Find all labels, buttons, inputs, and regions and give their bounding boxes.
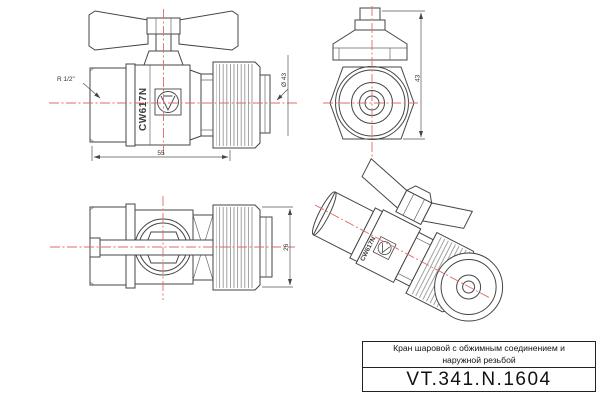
view-top: 26 bbox=[50, 196, 295, 300]
dim-thread-size: R 1/2" bbox=[57, 76, 76, 83]
side-body-marking: CW617N bbox=[138, 87, 149, 131]
side-compression-nut bbox=[212, 61, 271, 149]
end-wing-handle bbox=[332, 7, 408, 61]
dim-nut-diameter: Ø 43 bbox=[281, 73, 288, 87]
iso-wing-handle bbox=[361, 157, 474, 229]
view-side: CW617N 55 R 1/2" Ø 43 bbox=[49, 9, 297, 161]
side-wing-handle bbox=[88, 10, 239, 66]
top-compression-nut bbox=[212, 204, 273, 291]
dim-width: 26 bbox=[283, 243, 290, 251]
dim-length: 55 bbox=[157, 150, 165, 157]
title-block: Кран шаровой с обжимным соединением и на… bbox=[362, 341, 596, 392]
side-threaded-end bbox=[89, 63, 136, 147]
view-end: 43 bbox=[323, 6, 425, 157]
part-name: Кран шаровой с обжимным соединением и на… bbox=[363, 342, 595, 368]
valtec-logo-icon bbox=[154, 88, 182, 116]
side-dimensions: 55 R 1/2" Ø 43 bbox=[57, 55, 289, 161]
article-number: VT.341.N.1604 bbox=[406, 368, 552, 390]
dim-height: 43 bbox=[415, 74, 422, 82]
iso-valtec-logo-icon bbox=[372, 236, 397, 261]
iso-centerline-axis bbox=[314, 204, 491, 299]
end-dimensions: 43 bbox=[382, 10, 425, 140]
part-name-line2: наружной резьбой bbox=[442, 354, 516, 365]
view-isometric: CW617N bbox=[311, 157, 504, 322]
part-name-line1: Кран шаровой с обжимным соединением и bbox=[393, 343, 565, 354]
top-dimensions: 26 bbox=[262, 206, 293, 288]
